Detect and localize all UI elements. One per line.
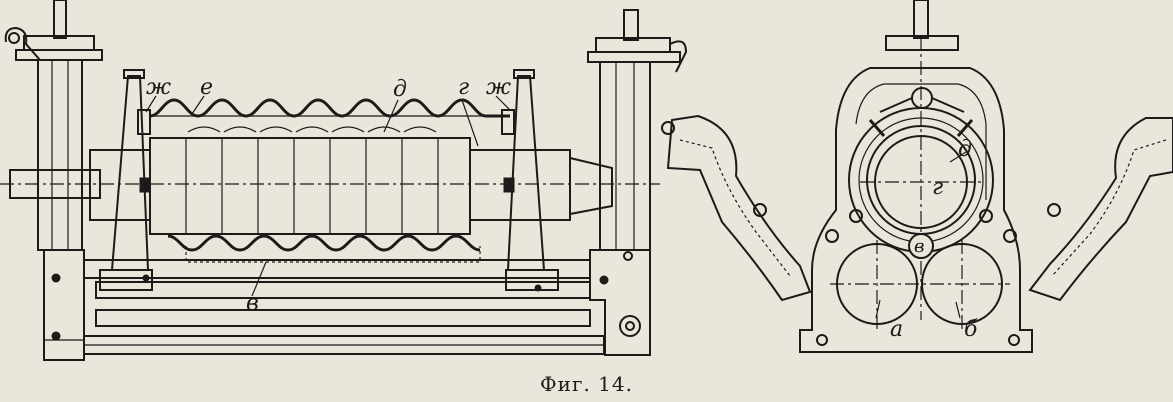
- label-zh-right: ж: [486, 75, 511, 100]
- label-a: а: [890, 317, 903, 342]
- label-d-left: д: [393, 77, 407, 102]
- end-view: д г в а б: [661, 0, 1173, 353]
- lower-die-outline: [185, 246, 481, 263]
- figure-caption: Фиг. 14.: [540, 372, 633, 396]
- right-stand: [501, 69, 559, 292]
- end-frame: [799, 67, 1033, 353]
- label-b: б: [964, 317, 978, 342]
- left-housing: [4, 0, 103, 361]
- left-arm: [666, 114, 812, 302]
- label-zh-left: ж: [146, 75, 171, 100]
- left-stand: [99, 69, 153, 291]
- label-e: е: [200, 75, 213, 100]
- corrugated-plate-top: [149, 98, 510, 118]
- label-d-right: д: [958, 137, 972, 162]
- label-v-right: в: [914, 236, 924, 257]
- base-frame: [83, 259, 605, 355]
- label-g-left: г: [458, 75, 469, 100]
- right-housing: [587, 9, 688, 356]
- corrugated-plate-bottom: [167, 234, 481, 252]
- label-v-left: в: [246, 291, 259, 316]
- leader-lines: [145, 95, 511, 297]
- right-arm: [1028, 117, 1173, 302]
- label-g-right: г: [932, 175, 943, 200]
- grooved-roll: [149, 126, 471, 235]
- side-view: ж е д г ж в: [0, 0, 688, 361]
